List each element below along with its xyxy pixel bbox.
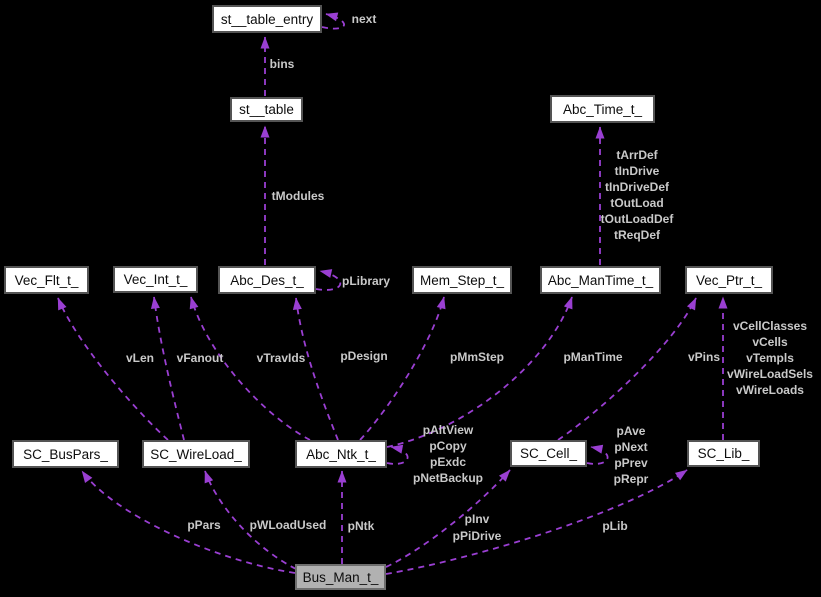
node-sc-wireload[interactable]: SC_WireLoad_ bbox=[142, 440, 250, 468]
node-vec-int[interactable]: Vec_Int_t_ bbox=[113, 266, 198, 293]
edge-label-vlen: vLen bbox=[125, 351, 155, 365]
edge-label-pinv: pInv bbox=[464, 512, 490, 526]
edge-label-vtravids: vTravIds bbox=[256, 351, 306, 365]
edge-label-pnext: pNext bbox=[614, 440, 648, 454]
edge-label-vfanout: vFanout bbox=[176, 351, 224, 365]
node-st-table-entry[interactable]: st__table_entry bbox=[212, 5, 322, 33]
node-sc-cell[interactable]: SC_Cell_ bbox=[510, 440, 587, 467]
edge-label-ppidrive: pPiDrive bbox=[452, 529, 502, 543]
edge-label-bins: bins bbox=[269, 57, 295, 71]
edge-label-vcellclasses: vCellClasses bbox=[732, 319, 808, 333]
edge-label-prepr: pRepr bbox=[613, 472, 649, 486]
node-st-table[interactable]: st__table bbox=[230, 97, 303, 122]
edge-vtravids bbox=[189, 296, 311, 441]
edge-pmantime bbox=[386, 296, 573, 448]
edge-label-vwireloadsels: vWireLoadSels bbox=[727, 367, 813, 381]
edge-label-tindrive: tInDrive bbox=[614, 164, 660, 178]
edge-label-cell-fields: pAve pNext pPrev pRepr bbox=[614, 423, 649, 487]
edge-label-tarrdef: tArrDef bbox=[616, 148, 658, 162]
edge-ppars bbox=[81, 470, 296, 574]
edge-label-pcopy: pCopy bbox=[429, 439, 467, 453]
edge-pinv-ppidrive bbox=[385, 469, 511, 568]
node-abc-time[interactable]: Abc_Time_t_ bbox=[550, 95, 655, 123]
edge-label-pprev: pPrev bbox=[614, 456, 648, 470]
edge-label-pwloadused: pWLoadUsed bbox=[249, 518, 327, 532]
edge-label-pntk: pNtk bbox=[347, 519, 375, 533]
edge-label-pexdc: pExdc bbox=[429, 455, 467, 469]
edge-next-self-loop bbox=[321, 12, 345, 30]
node-abc-mantime[interactable]: Abc_ManTime_t_ bbox=[540, 266, 661, 294]
edge-pmmstep bbox=[359, 296, 446, 441]
edge-label-pave: pAve bbox=[616, 424, 646, 438]
edge-label-next: next bbox=[351, 12, 377, 26]
edge-label-time-fields: tArrDef tInDrive tInDriveDef tOutLoad tO… bbox=[601, 147, 674, 243]
node-bus-man: Bus_Man_t_ bbox=[295, 564, 386, 590]
edge-label-vwireloads: vWireLoads bbox=[736, 383, 804, 397]
edge-pdesign bbox=[292, 297, 339, 441]
edge-label-plib: pLib bbox=[602, 519, 628, 533]
edge-label-toutload: tOutLoad bbox=[610, 196, 664, 210]
edge-label-paltview: pAltView bbox=[422, 423, 474, 437]
edge-label-vcells: vCells bbox=[752, 335, 788, 349]
node-mem-step[interactable]: Mem_Step_t_ bbox=[412, 266, 512, 294]
edge-vpins bbox=[557, 297, 697, 441]
edge-plib bbox=[385, 469, 688, 575]
edge-plibrary-self-loop bbox=[315, 269, 342, 291]
edge-label-ppars: pPars bbox=[187, 518, 221, 532]
edge-label-ntk-fields: pAltView pCopy pExdc pNetBackup bbox=[413, 422, 483, 486]
edge-label-pdesign: pDesign bbox=[340, 349, 388, 363]
edge-label-treqdef: tReqDef bbox=[613, 228, 660, 242]
node-abc-ntk[interactable]: Abc_Ntk_t_ bbox=[295, 440, 387, 468]
edge-label-ptr-fields: vCellClasses vCells vTempls vWireLoadSel… bbox=[727, 318, 813, 398]
edge-label-pmantime: pManTime bbox=[563, 350, 623, 364]
edge-vfanout bbox=[150, 296, 185, 441]
edge-label-pmmstep: pMmStep bbox=[450, 350, 504, 364]
edge-pwloadused bbox=[204, 470, 297, 570]
edge-label-inv-fields: pInv pPiDrive bbox=[453, 511, 502, 545]
edge-label-plibrary: pLibrary bbox=[341, 274, 391, 288]
edge-label-pnetbackup: pNetBackup bbox=[412, 471, 484, 485]
edge-label-vpins: vPins bbox=[687, 350, 721, 364]
edge-label-vtempls: vTempls bbox=[746, 351, 794, 365]
edge-label-tmodules: tModules bbox=[271, 189, 325, 203]
edge-vlen bbox=[57, 297, 169, 441]
edge-ntk-self-loop bbox=[386, 444, 409, 465]
node-vec-flt[interactable]: Vec_Flt_t_ bbox=[4, 266, 89, 294]
edge-cell-self-loop bbox=[586, 444, 609, 465]
edge-label-tindrivedef: tInDriveDef bbox=[604, 180, 669, 194]
node-abc-des[interactable]: Abc_Des_t_ bbox=[218, 266, 316, 294]
node-vec-ptr[interactable]: Vec_Ptr_t_ bbox=[685, 266, 773, 294]
edge-label-toutloaddef: tOutLoadDef bbox=[600, 212, 674, 226]
node-sc-lib[interactable]: SC_Lib_ bbox=[687, 440, 760, 467]
node-sc-buspars[interactable]: SC_BusPars_ bbox=[12, 440, 119, 468]
